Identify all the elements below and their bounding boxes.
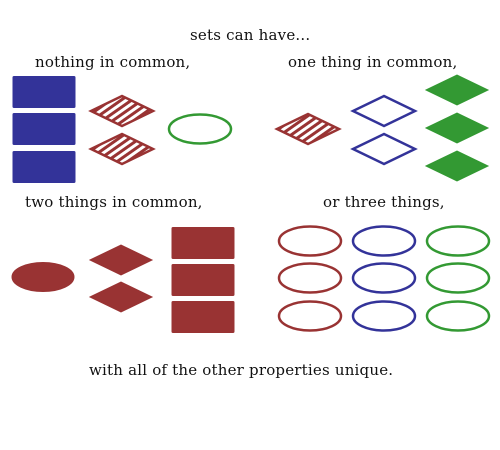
card-2-red-solid-diamond [88, 244, 154, 313]
caption-nothing-in-common: nothing in common, [35, 53, 191, 71]
purple-outline-oval [351, 225, 417, 257]
red-solid-diamond [88, 281, 154, 313]
red-striped-diamond [88, 132, 156, 166]
footer-text: with all of the other properties unique. [89, 361, 394, 379]
purple-outline-diamond [350, 132, 418, 166]
card-1-red-solid-oval [11, 262, 75, 292]
card-3-red-solid-rectangle [171, 227, 235, 333]
red-solid-rectangle [171, 264, 235, 296]
green-solid-diamond [424, 112, 490, 144]
purple-outline-oval [351, 300, 417, 332]
purple-outline-diamond [350, 94, 418, 128]
red-solid-rectangle [171, 227, 235, 259]
green-outline-oval [425, 225, 491, 257]
card-3-purple-solid-rectangle [12, 76, 76, 183]
red-outline-oval [277, 225, 343, 257]
caption-one-thing-in-common: one thing in common, [288, 53, 458, 71]
card-2-red-striped-diamond [88, 94, 156, 166]
purple-solid-rectangle [12, 76, 76, 108]
purple-solid-rectangle [12, 151, 76, 183]
purple-outline-oval [351, 262, 417, 294]
red-striped-diamond [274, 112, 342, 146]
green-outline-oval [167, 113, 233, 145]
group-one-thing-in-common [274, 74, 490, 182]
red-solid-rectangle [171, 301, 235, 333]
caption-three-things-in-common: or three things, [323, 193, 445, 211]
page-title: sets can have... [190, 26, 311, 44]
caption-two-things-in-common: two things in common, [25, 193, 203, 211]
card-1-green-outline-oval [167, 113, 233, 145]
card-3-green-outline-oval [425, 225, 491, 332]
card-1-red-striped-diamond [274, 112, 342, 146]
red-outline-oval [277, 262, 343, 294]
card-2-purple-outline-diamond [350, 94, 418, 166]
card-3-purple-outline-oval [351, 225, 417, 332]
group-nothing-in-common [12, 76, 233, 183]
group-two-things-in-common [11, 227, 235, 333]
red-outline-oval [277, 300, 343, 332]
green-solid-diamond [424, 150, 490, 182]
green-outline-oval [425, 300, 491, 332]
green-outline-oval [425, 262, 491, 294]
red-striped-diamond [88, 94, 156, 128]
card-3-red-outline-oval [277, 225, 343, 332]
green-solid-diamond [424, 74, 490, 106]
red-solid-diamond [88, 244, 154, 276]
purple-solid-rectangle [12, 113, 76, 145]
card-3-green-solid-diamond [424, 74, 490, 182]
red-solid-oval [11, 262, 75, 292]
group-three-things-in-common [277, 225, 491, 332]
